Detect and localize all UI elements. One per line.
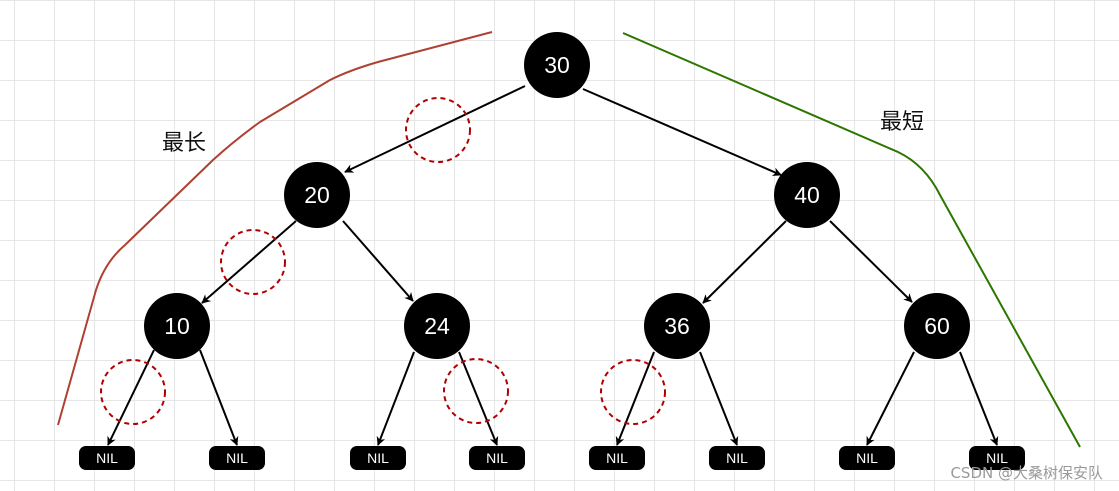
tree-node-24: 24 xyxy=(404,293,470,359)
dashed-circle-2 xyxy=(220,229,286,295)
nil-label-2: NIL xyxy=(226,450,248,466)
nil-label-4: NIL xyxy=(486,450,508,466)
tree-node-10: 10 xyxy=(144,293,210,359)
nil-leaf-6: NIL xyxy=(709,446,765,470)
tree-node-root: 30 xyxy=(524,32,590,98)
edge-10-nil2 xyxy=(199,349,239,446)
node-label-24: 24 xyxy=(424,313,450,339)
edge-60-nil7 xyxy=(866,351,915,446)
edge-40-60 xyxy=(829,220,913,303)
nil-leaf-5: NIL xyxy=(589,446,645,470)
edge-36-nil5 xyxy=(615,351,655,446)
edge-30-40 xyxy=(582,88,782,176)
edge-36-nil6 xyxy=(699,351,739,446)
edge-24-nil4 xyxy=(458,351,499,446)
dashed-circle-1 xyxy=(405,97,471,163)
nil-leaf-3: NIL xyxy=(350,446,406,470)
edge-20-24 xyxy=(342,220,414,302)
tree-node-60: 60 xyxy=(904,293,970,359)
dashed-circle-4 xyxy=(443,358,509,424)
edge-40-36 xyxy=(702,220,787,304)
dashed-circle-3 xyxy=(100,359,166,425)
tree-node-20: 20 xyxy=(284,162,350,228)
nil-leaf-1: NIL xyxy=(79,446,135,470)
longest-path-line xyxy=(57,31,493,426)
nil-label-1: NIL xyxy=(96,450,118,466)
nil-leaf-2: NIL xyxy=(209,446,265,470)
node-label-10: 10 xyxy=(164,313,190,339)
node-label-60: 60 xyxy=(924,313,950,339)
shortest-path-line xyxy=(622,32,1081,448)
edge-60-nil8 xyxy=(959,351,999,446)
nil-label-7: NIL xyxy=(856,450,878,466)
nil-label-3: NIL xyxy=(367,450,389,466)
nil-label-5: NIL xyxy=(606,450,628,466)
tree-node-36: 36 xyxy=(644,293,710,359)
longest-label: 最长 xyxy=(162,131,206,156)
nil-leaf-8: NIL xyxy=(969,446,1025,470)
nil-leaf-7: NIL xyxy=(839,446,895,470)
watermark-text: CSDN @大桑树保安队 xyxy=(950,464,1103,482)
dashed-circle-5 xyxy=(600,359,666,425)
tree-node-40: 40 xyxy=(774,162,840,228)
node-label-root: 30 xyxy=(544,52,570,78)
edge-24-nil3 xyxy=(376,351,415,446)
edge-20-10 xyxy=(201,220,297,304)
edge-10-nil1 xyxy=(107,349,155,446)
node-label-20: 20 xyxy=(304,182,330,208)
node-label-36: 36 xyxy=(664,313,690,339)
nil-leaf-4: NIL xyxy=(469,446,525,470)
shortest-label: 最短 xyxy=(880,110,924,135)
edge-30-20 xyxy=(344,85,526,173)
nil-label-8: NIL xyxy=(986,450,1008,466)
node-label-40: 40 xyxy=(794,182,820,208)
nil-label-6: NIL xyxy=(726,450,748,466)
